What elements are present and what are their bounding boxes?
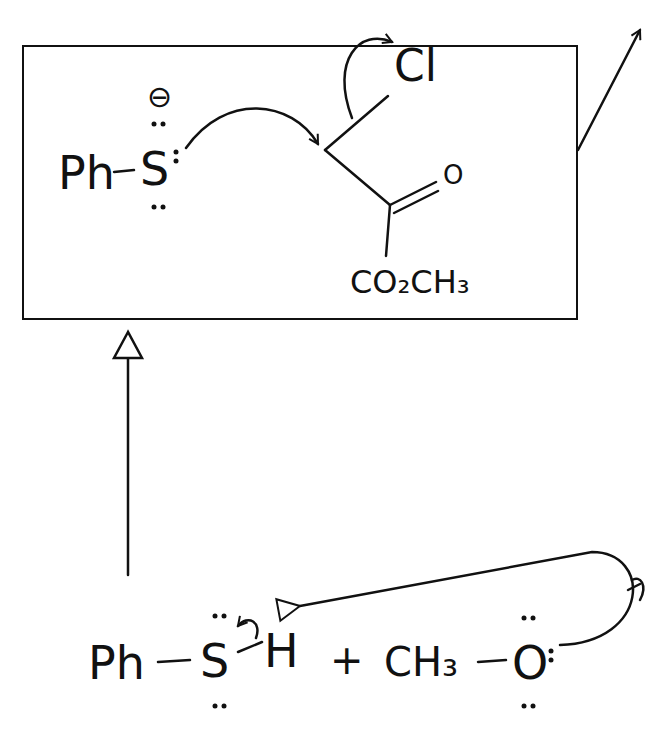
oxygen-atom: O bbox=[443, 162, 463, 188]
methyl-group: CH₃ bbox=[384, 642, 458, 682]
phenyl-group: Ph bbox=[88, 640, 145, 686]
sulfur-atom: S bbox=[140, 146, 169, 192]
phenyl-group: Ph bbox=[58, 150, 115, 196]
chlorine-atom: Cl bbox=[394, 44, 437, 88]
reaction-box: ⊖ Ph S ClO CO₂CH₃ bbox=[22, 45, 578, 320]
charge-sign: ⊖ bbox=[147, 82, 172, 112]
sulfur-atom: S bbox=[200, 638, 229, 684]
ester-group: CO₂CH₃ bbox=[350, 266, 470, 298]
plus-sign: + bbox=[330, 640, 364, 680]
hydrogen-atom: H bbox=[264, 628, 299, 674]
oxygen-atom: O bbox=[512, 640, 548, 686]
